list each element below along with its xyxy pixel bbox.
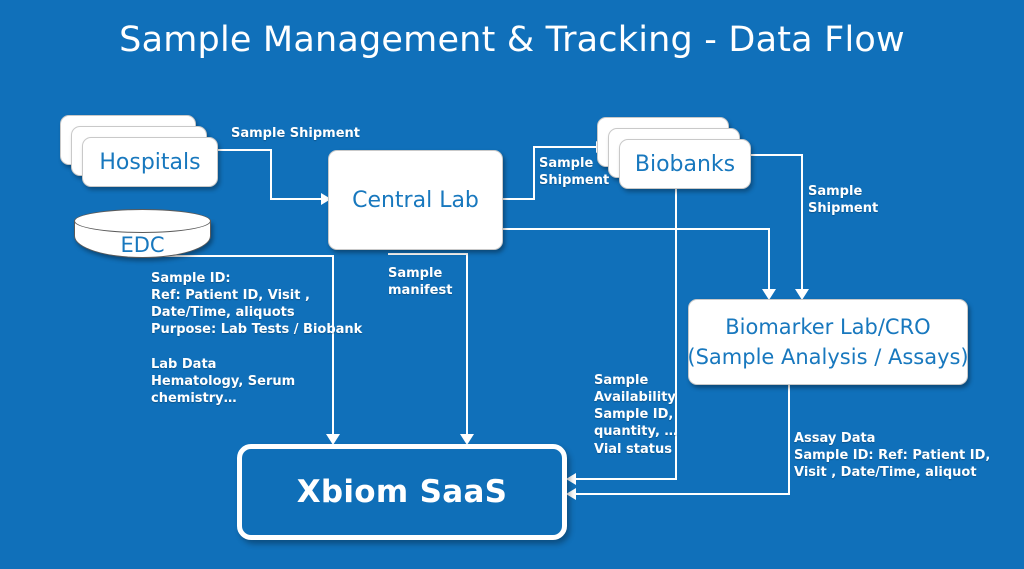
node-central-lab-label: Central Lab bbox=[352, 187, 479, 213]
edge-label-sample-manifest: Sample manifest bbox=[388, 266, 453, 299]
node-biobanks[interactable]: Biobanks bbox=[597, 117, 751, 189]
edge-central-xbiom-stub bbox=[388, 253, 468, 255]
node-biobanks-label: Biobanks bbox=[634, 151, 736, 177]
edge-hospitals-central-seg2 bbox=[270, 149, 272, 200]
edge-hospitals-central-seg1 bbox=[216, 149, 272, 151]
edge-biobanks-biomarker-seg1 bbox=[746, 154, 803, 156]
node-xbiom-saas-label: Xbiom SaaS bbox=[296, 474, 508, 510]
edge-label-lab-data: Lab Data Hematology, Serum chemistry… bbox=[151, 357, 296, 407]
edge-central-biobanks-seg2 bbox=[533, 146, 535, 200]
edge-central-biomarker-seg2 bbox=[768, 228, 770, 292]
edge-biomarker-xbiom-arrowhead bbox=[566, 488, 576, 500]
edge-central-xbiom-line bbox=[466, 253, 468, 437]
edge-biobanks-xbiom-seg1 bbox=[675, 186, 677, 479]
edge-central-biomarker-arrowhead bbox=[762, 289, 776, 300]
edge-label-sample-id-edc: Sample ID: Ref: Patient ID, Visit , Date… bbox=[151, 271, 363, 338]
edge-label-assay-data: Assay Data Sample ID: Ref: Patient ID, V… bbox=[794, 431, 991, 481]
edge-hospitals-central-arrowhead bbox=[321, 193, 331, 205]
edge-edc-xbiom-stub bbox=[144, 255, 334, 257]
edge-biobanks-xbiom-seg2 bbox=[568, 478, 677, 480]
edge-biomarker-xbiom-seg1 bbox=[788, 385, 790, 495]
edge-biobanks-xbiom-arrowhead bbox=[566, 473, 576, 485]
edge-central-xbiom-arrowhead bbox=[460, 434, 474, 445]
node-xbiom-saas[interactable]: Xbiom SaaS bbox=[237, 444, 567, 540]
edc-cylinder-top bbox=[74, 209, 211, 233]
edge-label-sample-shipment-hospitals: Sample Shipment bbox=[231, 126, 360, 141]
edge-central-biobanks-seg3 bbox=[533, 146, 601, 148]
biobanks-sheet-front[interactable]: Biobanks bbox=[619, 139, 751, 189]
edge-edc-xbiom-line bbox=[332, 255, 334, 437]
edge-edc-xbiom-arrowhead bbox=[326, 434, 340, 445]
node-edc-label: EDC bbox=[120, 232, 165, 257]
edge-biobanks-biomarker-arrowhead bbox=[795, 289, 809, 300]
page-title: Sample Management & Tracking - Data Flow bbox=[119, 20, 905, 60]
edge-biobanks-biomarker-seg2 bbox=[801, 154, 803, 292]
node-biomarker-lab-label-line2: (Sample Analysis / Assays) bbox=[687, 345, 969, 369]
node-central-lab[interactable]: Central Lab bbox=[328, 150, 503, 250]
edge-central-xbiom-riser bbox=[388, 253, 390, 255]
node-edc[interactable]: EDC bbox=[74, 209, 211, 258]
edge-biomarker-xbiom-seg2 bbox=[568, 493, 790, 495]
edge-label-sample-shipment-biobanks: Sample Shipment bbox=[808, 184, 879, 217]
edge-hospitals-central-seg3 bbox=[270, 198, 325, 200]
node-hospitals[interactable]: Hospitals bbox=[60, 115, 218, 187]
node-hospitals-label: Hospitals bbox=[99, 149, 201, 175]
node-biomarker-lab-label-line1: Biomarker Lab/CRO bbox=[725, 314, 931, 339]
hospitals-sheet-front[interactable]: Hospitals bbox=[82, 137, 218, 187]
edge-label-sample-shipment-central: Sample Shipment bbox=[539, 156, 610, 189]
edge-central-biomarker-seg1 bbox=[502, 228, 770, 230]
node-biomarker-lab[interactable]: Biomarker Lab/CRO (Sample Analysis / Ass… bbox=[687, 299, 969, 385]
edge-label-sample-availability: Sample Availability Sample ID, quantity,… bbox=[594, 373, 678, 457]
edge-central-biobanks-seg1 bbox=[502, 198, 535, 200]
